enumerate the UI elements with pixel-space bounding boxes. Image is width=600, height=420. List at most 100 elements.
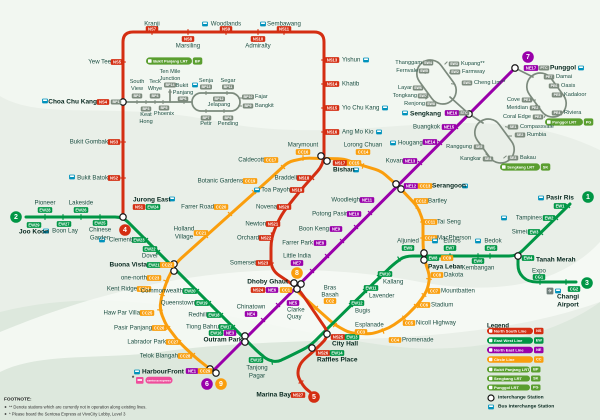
station-label-kangkar: Kangkar xyxy=(460,156,481,162)
station-code-CC26 xyxy=(151,325,167,331)
station-code-text-NS24: NS24 xyxy=(253,288,264,293)
station-code-CC5 xyxy=(402,320,416,326)
station-code-NS1 xyxy=(132,204,146,210)
station-tick xyxy=(155,249,161,255)
station-code-text-NE8: NE8 xyxy=(316,241,325,246)
station-label-fernvale: Fernvale xyxy=(396,68,418,74)
station-code-text-NE15: NE15 xyxy=(444,125,455,130)
station-label-tanjong: Tanjong xyxy=(246,365,267,372)
station-code-NS14 xyxy=(324,81,340,87)
station-code-text-NS4: NS4 xyxy=(99,100,108,105)
station-label-segar: Segar xyxy=(221,78,236,84)
station-code-SE2 xyxy=(514,132,526,138)
station-label-clementi: Clementi xyxy=(109,237,133,244)
station-code-text-BP12: BP12 xyxy=(215,97,224,101)
station-code-text-NS22: NS22 xyxy=(261,236,272,241)
station-label-coral-edge: Coral Edge xyxy=(503,114,531,120)
station-code-text-BP13: BP13 xyxy=(202,85,211,89)
station-code-text-NE7: NE7 xyxy=(293,261,302,266)
station-code-EW3 xyxy=(527,229,541,235)
station-label-junction: Junction xyxy=(160,76,181,82)
station-label-aljunied: Aljunied xyxy=(397,238,419,245)
station-label-renjong: Renjong xyxy=(404,101,425,107)
line-ew-changi-branch xyxy=(516,254,578,284)
station-code-text-CC11: CC11 xyxy=(425,220,436,225)
terminal-number-8 xyxy=(291,267,303,279)
station-label-punggol: Punggol xyxy=(550,65,576,72)
station-code-BP2 xyxy=(131,93,143,99)
station-code-CC12 xyxy=(413,198,429,204)
station-label-ten-mile: Ten Mile xyxy=(160,69,181,75)
interchange-marker xyxy=(241,338,249,346)
legend-bus-label: Bus Interchange Station xyxy=(498,404,554,410)
interchange-marker xyxy=(397,185,405,193)
legend-abbr-chip-NS xyxy=(534,327,544,335)
station-code-text-PTC: PTC xyxy=(540,66,548,70)
train-icon xyxy=(148,59,152,63)
station-tick xyxy=(426,277,432,281)
station-code-STC xyxy=(458,110,470,116)
station-code-text-CC8: CC8 xyxy=(433,273,442,278)
bus-interchange-icon xyxy=(261,22,265,24)
lrt-line-abbr-chip xyxy=(192,57,203,65)
station-code-text-CC19: CC19 xyxy=(245,179,256,184)
station-code-NS27 xyxy=(290,392,306,398)
station-label-marymount: Marymount xyxy=(288,142,319,149)
station-code-EW16 xyxy=(208,330,224,336)
lrt-line-badge-punggol-lrt xyxy=(545,118,583,126)
station-code-text-EW1: EW1 xyxy=(556,204,566,209)
station-code-NS5 xyxy=(110,59,124,65)
station-label-thanggam: Thanggam xyxy=(395,60,422,66)
station-code-text-PE5: PE5 xyxy=(554,93,561,97)
station-code-PE2 xyxy=(529,105,541,111)
legend-interchange-label: Interchange Station xyxy=(498,395,544,401)
bus-interchange-icon xyxy=(433,239,437,241)
station-label-teck: Teck xyxy=(149,79,161,85)
sentosa-express-label: sentosa express xyxy=(147,378,172,382)
terminal-number-6 xyxy=(201,378,213,390)
station-code-text-SE3: SE3 xyxy=(510,156,517,160)
interchange-marker xyxy=(170,267,178,275)
station-tick xyxy=(415,207,421,211)
station-code-text-EW10: EW10 xyxy=(379,272,391,277)
terminal-number-text-5: 5 xyxy=(312,394,316,401)
station-label-commonwealth: Commonwealth xyxy=(141,288,183,295)
station-code-NE17 xyxy=(523,65,539,71)
train-icon xyxy=(489,338,493,343)
station-code-CC14 xyxy=(355,149,371,155)
station-code-BP5 xyxy=(158,105,170,111)
station-label-telok-blangah: Telok Blangah xyxy=(140,353,178,360)
station-code-text-EW14: EW14 xyxy=(331,351,343,356)
station-code-PE7 xyxy=(543,74,555,80)
station-code-CC2 xyxy=(323,298,337,304)
terminal-number-1 xyxy=(582,191,594,203)
station-code-NE13 xyxy=(402,158,418,164)
station-tick xyxy=(450,83,456,85)
station-label-admiralty: Admiralty xyxy=(245,43,271,50)
station-code-text-SW6: SW6 xyxy=(414,86,422,90)
terminal-number-2 xyxy=(10,211,22,223)
station-code-NE6 xyxy=(265,287,279,293)
station-code-text-BP5: BP5 xyxy=(161,106,168,110)
station-code-text-BP14: BP14 xyxy=(166,83,175,87)
station-tick xyxy=(503,155,507,159)
legend-abbr-text-EW: EW xyxy=(536,339,543,343)
station-label-bras: Bras xyxy=(324,285,337,292)
station-tick xyxy=(309,268,315,274)
station-label-bartley: Bartley xyxy=(428,198,448,205)
station-label-marsiling: Marsiling xyxy=(176,43,200,50)
station-code-EW9 xyxy=(401,245,415,251)
legend-badge-east-west-line xyxy=(487,337,533,344)
station-code-text-EW27: EW27 xyxy=(58,222,70,227)
station-code-text-EW19: EW19 xyxy=(196,301,208,306)
lrt-line-badge-bukit-panjang-lrt xyxy=(146,57,192,65)
station-tick xyxy=(437,140,443,146)
station-code-text-CC17: CC17 xyxy=(266,158,277,163)
station-code-CC13 xyxy=(417,183,433,189)
station-label-changi: Changi xyxy=(557,294,579,301)
interchange-marker xyxy=(392,180,400,188)
station-tick xyxy=(159,293,165,297)
station-code-SW8 xyxy=(425,101,437,107)
legend-label-bukit-panjang-lrt: Bukit Panjang LRT xyxy=(494,367,530,372)
